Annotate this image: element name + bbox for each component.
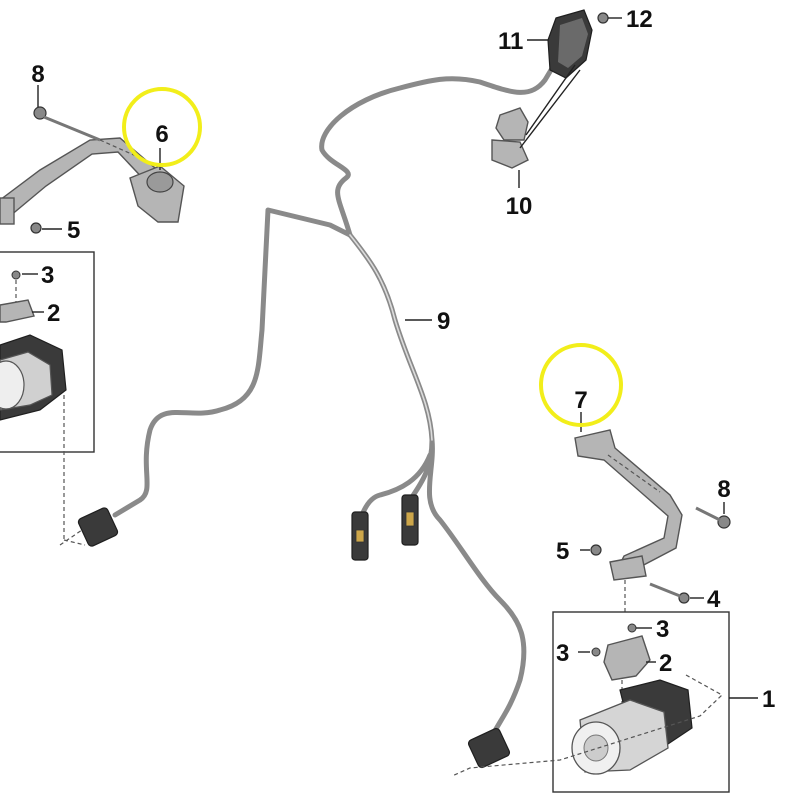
label-part-1: 1: [762, 686, 775, 713]
harness-dual-connectors: [351, 494, 419, 561]
highlight-ring-6: [122, 87, 202, 167]
label-part-3-right-b: 3: [556, 640, 569, 667]
highlight-ring-7: [539, 343, 623, 427]
left-bracket-assembly: [0, 106, 185, 546]
label-part-12: 12: [626, 6, 653, 33]
harness-bottom-connector: [467, 727, 511, 769]
left-plate-2: [0, 299, 35, 323]
label-part-8-left: 8: [31, 61, 44, 88]
label-part-3-left: 3: [41, 262, 54, 289]
switch-assembly: [491, 9, 609, 169]
label-part-5-right: 5: [556, 538, 569, 565]
right-bracket-assembly: [451, 429, 731, 793]
label-part-5-left: 5: [67, 217, 80, 244]
right-subassembly-box: [552, 611, 730, 793]
leader-lines: [22, 17, 758, 699]
right-bracket-arm: [574, 429, 683, 579]
label-part-4: 4: [707, 586, 721, 613]
harness-left-connector: [77, 507, 119, 547]
right-bolt-8: [717, 515, 731, 529]
label-part-10: 10: [506, 193, 533, 220]
label-part-9: 9: [437, 308, 450, 335]
left-fog-light: [0, 334, 67, 421]
label-part-11: 11: [498, 28, 523, 55]
left-bolt-8: [33, 106, 146, 161]
right-plate-2: [603, 635, 651, 681]
right-nut-5: [590, 544, 602, 556]
clamp-10-upper: [495, 107, 529, 141]
left-subassembly-box: [0, 251, 95, 453]
screw-12: [597, 12, 609, 24]
label-part-3-right-a: 3: [656, 616, 669, 643]
wiring-harness-9: [112, 52, 563, 743]
label-part-2-left: 2: [47, 300, 60, 327]
clamp-10-lower: [491, 139, 529, 169]
right-bracket-tab: [609, 555, 647, 581]
left-nut-5: [30, 222, 42, 234]
label-part-2-right: 2: [659, 650, 672, 677]
label-part-7: 7: [574, 387, 587, 414]
screw-4: [678, 592, 690, 604]
label-part-8-right: 8: [717, 476, 730, 503]
right-fog-light: [571, 679, 693, 775]
label-part-6: 6: [155, 121, 168, 148]
